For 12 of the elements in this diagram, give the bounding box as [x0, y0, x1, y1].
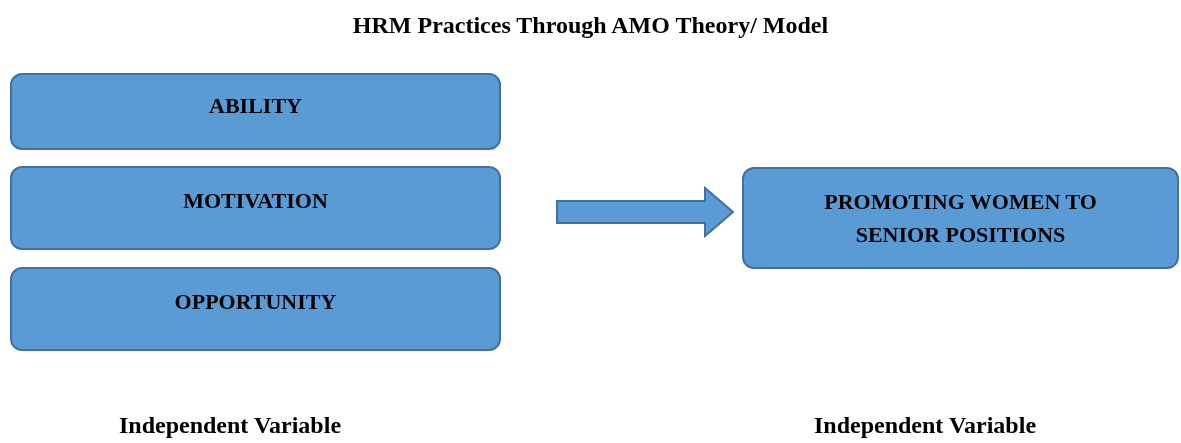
process-box	[742, 167, 1179, 269]
process-box	[10, 166, 501, 250]
axis-caption: Independent Variable	[117, 412, 343, 439]
node-label: OPPORTUNITY	[174, 288, 337, 316]
block-arrow	[556, 185, 735, 239]
node-label: PROMOTING WOMEN TO SENIOR POSITIONS	[823, 188, 1098, 249]
process-box	[10, 73, 501, 150]
axis-caption: Independent Variable	[812, 412, 1038, 439]
diagram-title: HRM Practices Through AMO Theory/ Model	[351, 12, 830, 39]
node-label: ABILITY	[209, 92, 302, 120]
process-box	[10, 267, 501, 351]
node-label: MOTIVATION	[183, 187, 328, 215]
